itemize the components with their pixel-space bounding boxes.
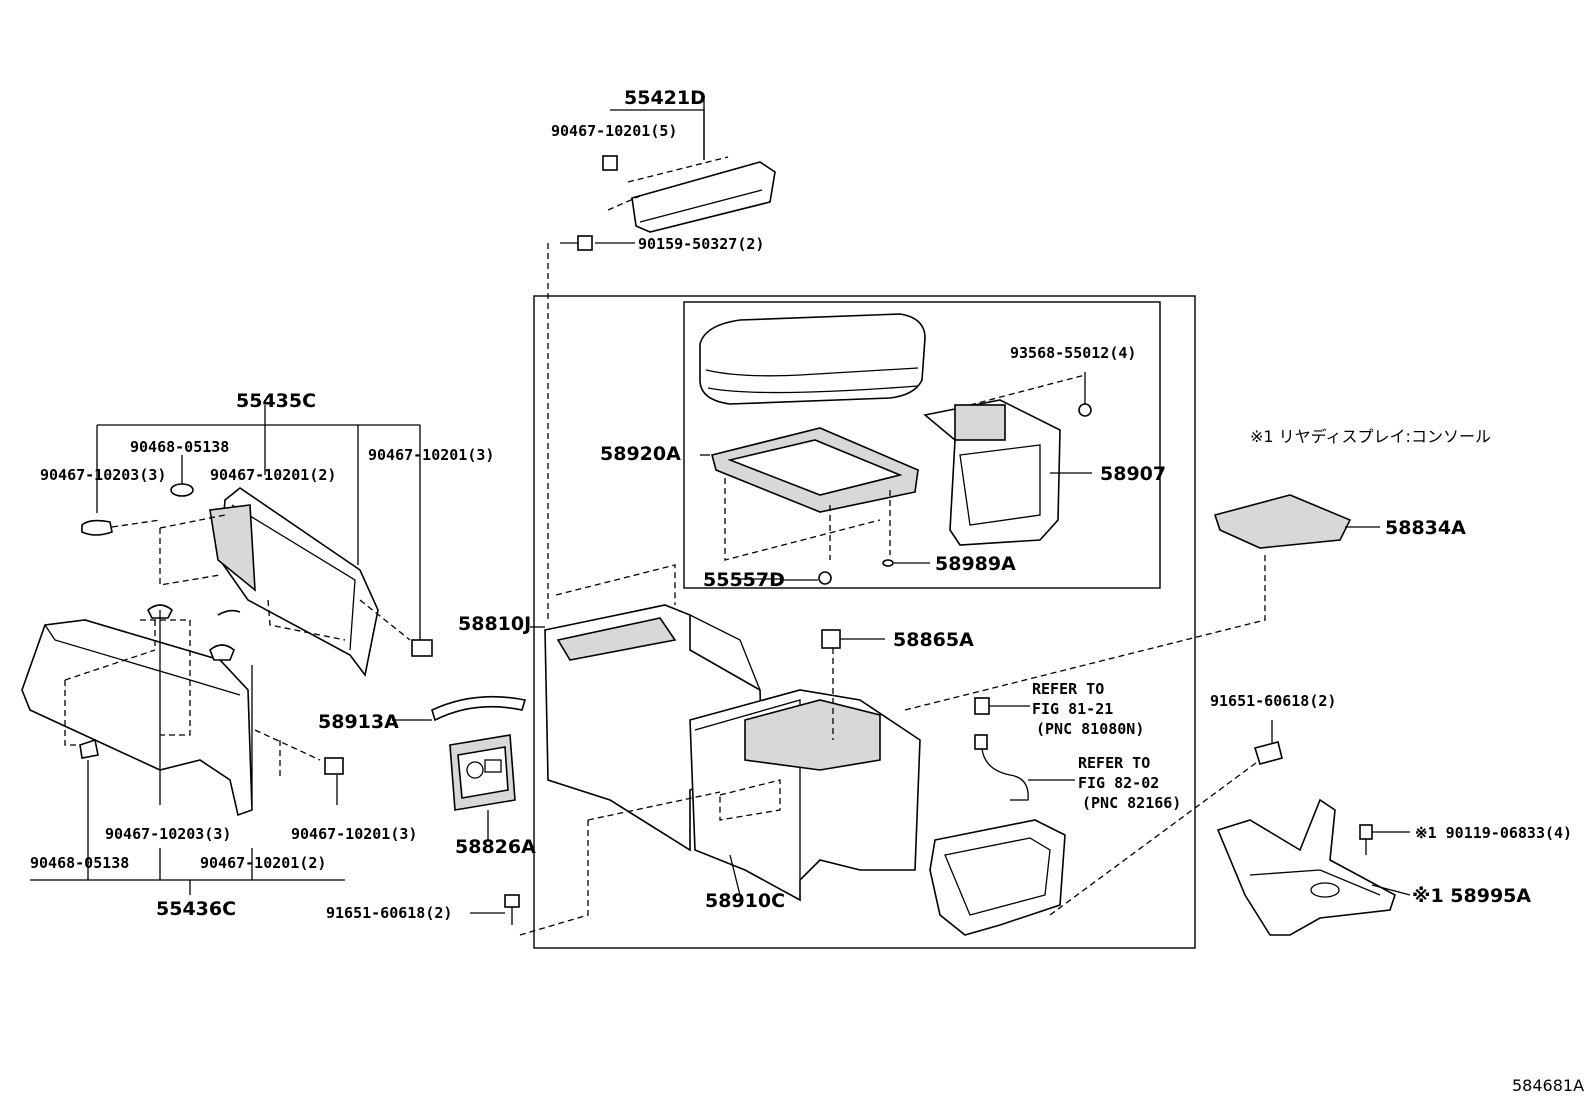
- figure-id: 584681A: [1512, 1076, 1584, 1095]
- bolt-91651-left-icon: [470, 894, 520, 925]
- clip-90468-bot-icon: [79, 738, 99, 759]
- trim-58913A: [392, 695, 527, 722]
- refer-to-1-line2: FIG 81-21: [1032, 700, 1113, 718]
- label-90468-05138-top: 90468-05138: [130, 438, 229, 456]
- label-91651-60618-2-right: 91651-60618(2): [1210, 692, 1336, 710]
- clip-90467-10201-3-top-icon: [411, 639, 433, 657]
- ring-58989A-icon: [882, 559, 894, 567]
- label-90159-50327-2: 90159-50327(2): [638, 235, 764, 253]
- label-90467-10201-2-top: 90467-10201(2): [210, 466, 336, 484]
- armrest-lid: [699, 313, 926, 405]
- label-93568-55012-4: 93568-55012(4): [1010, 344, 1136, 362]
- lid-assembly-frame: [683, 301, 1161, 589]
- label-58810J: 58810J: [458, 613, 531, 635]
- label-58913A: 58913A: [318, 711, 399, 733]
- bolt-90119-icon: [1359, 824, 1373, 840]
- clip-90468-top-icon: [170, 483, 194, 497]
- label-55436C: 55436C: [156, 898, 236, 920]
- lid-base-58920A: [700, 427, 919, 561]
- bolt-91651-right-icon: [1253, 720, 1283, 765]
- label-58865A: 58865A: [893, 629, 974, 651]
- label-55421D: 55421D: [624, 87, 706, 109]
- console-upper-58910C: [689, 689, 921, 902]
- pad-58834A: [1213, 494, 1380, 549]
- clip-icon: [217, 609, 241, 616]
- clip-58865A-icon: [821, 629, 841, 649]
- label-90467-10203-3-bot: 90467-10203(3): [105, 825, 231, 843]
- hinge-bracket-58907: [923, 372, 1092, 546]
- label-58826A: 58826A: [455, 836, 536, 858]
- wire-harness: [974, 697, 1075, 801]
- clip-55557D-icon: [818, 571, 832, 585]
- label-58907: 58907: [1100, 463, 1166, 485]
- refer-to-2-line3: (PNC 82166): [1082, 794, 1181, 812]
- inner-bracket: [929, 759, 1261, 936]
- label-90467-10201-2-bot: 90467-10201(2): [200, 854, 326, 872]
- clip-icon: [209, 644, 235, 661]
- refer-to-2-line2: FIG 82-02: [1078, 774, 1159, 792]
- label-90119-06833-4: ※1 90119-06833(4): [1415, 824, 1572, 842]
- label-90467-10203-3-top: 90467-10203(3): [40, 466, 166, 484]
- label-58920A: 58920A: [600, 443, 681, 465]
- console-assembly-frame: [533, 295, 1196, 949]
- bracket-58995A: [1216, 798, 1411, 936]
- refer-to-1-line1: REFER TO: [1032, 680, 1104, 698]
- label-55557D: 55557D: [703, 569, 785, 591]
- label-91651-60618-2-left: 91651-60618(2): [326, 904, 452, 922]
- label-58910C: 58910C: [705, 890, 785, 912]
- screw-90159-icon: [547, 235, 635, 620]
- label-90467-10201-5: 90467-10201(5): [551, 122, 677, 140]
- label-90468-05138-bot: 90468-05138: [30, 854, 129, 872]
- refer-to-1-line3: (PNC 81080N): [1036, 720, 1144, 738]
- plate-58826A: [449, 734, 516, 840]
- label-58834A: 58834A: [1385, 517, 1466, 539]
- side-panel-55436C: [21, 604, 344, 817]
- label-58989A: 58989A: [935, 553, 1016, 575]
- garnish-55421D: [602, 100, 776, 233]
- label-90467-10201-3-top: 90467-10201(3): [368, 446, 494, 464]
- label-90467-10201-3-bot: 90467-10201(3): [291, 825, 417, 843]
- screw-93568-icon: [1078, 403, 1092, 417]
- refer-to-2-line1: REFER TO: [1078, 754, 1150, 772]
- clip-icon: [602, 155, 618, 171]
- label-58995A: ※1 58995A: [1412, 885, 1531, 907]
- clip-90467-10203-top-icon: [81, 519, 113, 536]
- note-rear-display-console: ※1 リヤディスプレイ:コンソール: [1250, 427, 1491, 446]
- clip-90467-10201-3-bot-icon: [324, 757, 344, 775]
- label-55435C: 55435C: [236, 390, 316, 412]
